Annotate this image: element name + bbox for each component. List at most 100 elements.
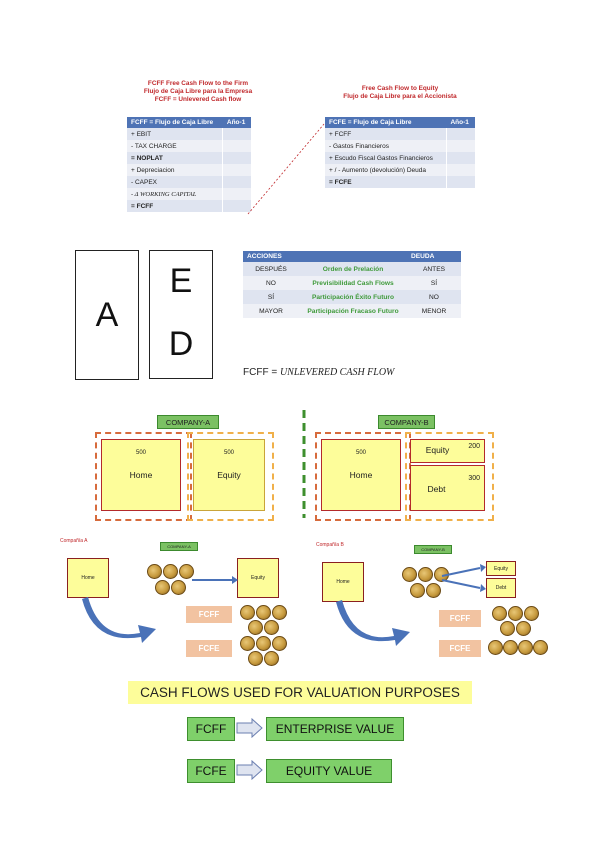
- valuation-fcff-box: FCFF: [187, 717, 235, 741]
- flow-b-fcff-label: FCFF: [449, 614, 471, 623]
- company-a-home-box: 500 Home: [101, 439, 181, 511]
- flow-a-fcfe-box: FCFE: [186, 640, 232, 657]
- flow-b-debt-box: Debt: [486, 578, 516, 598]
- arrow-to-equity-value: [236, 760, 263, 780]
- coin: [516, 621, 531, 636]
- coin: [256, 636, 271, 651]
- enterprise-value-label: ENTERPRISE VALUE: [275, 722, 395, 736]
- coin: [518, 640, 533, 655]
- company-a-liabilities-outline: [187, 432, 274, 521]
- company-a-equity-label: Equity: [217, 470, 241, 480]
- coin: [503, 640, 518, 655]
- connector-line: [247, 123, 325, 215]
- fcfe-table-header-concept: FCFE = Flujo de Caja Libre: [325, 117, 447, 128]
- arrow-to-enterprise-value: [236, 718, 263, 738]
- company-b-equity-box: Equity 200: [410, 439, 485, 463]
- flow-a-caption: Compañía A: [60, 538, 88, 544]
- pref-cell: NO: [407, 290, 461, 304]
- fcff-row-noplat: = NOPLAT: [127, 152, 223, 164]
- flow-b-fcfe-label: FCFE: [449, 644, 471, 653]
- company-b-debt-box: Debt 300: [410, 465, 485, 511]
- valuation-fcff-label: FCFF: [195, 722, 227, 736]
- fcfe-row-tax-shield: + Escudo Fiscal Gastos Financieros: [325, 152, 447, 164]
- company-a-assets-outline: [95, 432, 192, 521]
- fcff-row-capex: - CAPEX: [127, 176, 223, 188]
- valuation-title-text: CASH FLOWS USED FOR VALUATION PURPOSES: [140, 685, 460, 700]
- fcff-row-depreciation: + Depreciacion: [127, 164, 223, 176]
- equity-value-box: EQUITY VALUE: [266, 759, 392, 783]
- company-b-home-box: 500 Home: [321, 439, 401, 511]
- coin: [508, 606, 523, 621]
- flow-b-curved-arrow: [336, 600, 410, 646]
- fcfe-row-fcff: + FCFF: [325, 128, 447, 140]
- pref-cell: SÍ: [243, 290, 299, 304]
- fcfe-title-line1: Free Cash Flow to Equity: [361, 85, 439, 92]
- fcff-row-fcff: = FCFF: [127, 200, 223, 212]
- pref-cell-concept: Previsibilidad Cash Flows: [299, 276, 407, 290]
- pref-header-deuda: DEUDA: [407, 251, 461, 262]
- pref-cell-concept: Participación Éxito Futuro: [299, 290, 407, 304]
- company-b-equity-label: Equity: [425, 445, 450, 455]
- coin: [410, 583, 425, 598]
- flow-a-fcff-label: FCFF: [198, 610, 220, 619]
- pref-cell-concept: Participación Fracaso Futuro: [299, 304, 407, 318]
- flow-b-caption: Compañía B: [316, 542, 344, 548]
- coin: [488, 640, 503, 655]
- company-b-label-text: COMPANY-B: [384, 417, 429, 427]
- flow-a-home-box: Home: [67, 558, 109, 598]
- company-a-equity-box: 500 Equity: [193, 439, 265, 511]
- coin: [248, 620, 263, 635]
- coin: [402, 567, 417, 582]
- coin: [147, 564, 162, 579]
- flow-b-company-text: COMPANY-B: [421, 547, 445, 552]
- coin: [500, 621, 515, 636]
- fcff-title-line1: FCFF Free Cash Flow to the Firm: [147, 80, 249, 87]
- company-a-label-text: COMPANY-A: [165, 417, 211, 427]
- fcff-table-header-year: Año-1: [222, 117, 251, 128]
- coin: [240, 636, 255, 651]
- fcff-row-tax: - TAX CHARGE: [127, 140, 223, 152]
- flow-a-curved-arrow: [82, 597, 156, 643]
- company-b-label: COMPANY-B: [378, 415, 435, 429]
- flow-a-company-label: COMPANY-A: [160, 542, 198, 551]
- company-b-equity-value: 200: [468, 443, 480, 450]
- equity-value-label: EQUITY VALUE: [285, 764, 373, 778]
- fcfe-table-header-year: Año-1: [446, 117, 475, 128]
- coin: [240, 605, 255, 620]
- flow-b-fcff-box: FCFF: [439, 610, 481, 627]
- flow-b-equity-box: Equity: [486, 561, 516, 576]
- flow-b-home-box: Home: [322, 562, 364, 602]
- company-a-home-value: 500: [135, 450, 146, 456]
- debt-letter: D: [168, 324, 194, 363]
- coin: [256, 605, 271, 620]
- flow-a-equity-box: Equity: [237, 558, 279, 598]
- pref-cell: NO: [243, 276, 299, 290]
- company-b-home-label: Home: [349, 470, 373, 480]
- company-a-label: COMPANY-A: [157, 415, 219, 429]
- pref-cell: MENOR: [407, 304, 461, 318]
- coin: [179, 564, 194, 579]
- equity-letter: E: [169, 261, 193, 300]
- flow-b-fcfe-box: FCFE: [439, 640, 481, 657]
- coin: [163, 564, 178, 579]
- section-divider: [302, 410, 306, 518]
- fcff-unlevered-text: UNLEVERED CASH FLOW: [279, 367, 395, 378]
- coin: [418, 567, 433, 582]
- pref-cell: SÍ: [407, 276, 461, 290]
- fcff-row-ebit: + EBIT: [127, 128, 223, 140]
- coin: [264, 651, 279, 666]
- company-a-equity-value: 500: [223, 450, 234, 456]
- fcff-title: FCFF Free Cash Flow to the Firm Flujo de…: [118, 80, 278, 104]
- valuation-fcfe-box: FCFE: [187, 759, 235, 783]
- company-b-liabilities-outline: [405, 432, 494, 521]
- company-b-debt-value: 300: [468, 475, 480, 482]
- flow-b-debt-label: Debt: [495, 585, 507, 591]
- fcff-unlevered-caption: FCFF = UNLEVERED CASH FLOW: [243, 367, 394, 378]
- fcfe-title: Free Cash Flow to Equity Flujo de Caja L…: [330, 85, 470, 101]
- fcff-unlevered-prefix: FCFF =: [243, 367, 280, 378]
- coin: [426, 583, 441, 598]
- enterprise-value-box: ENTERPRISE VALUE: [266, 717, 404, 741]
- fcfe-title-line2: Flujo de Caja Libre para el Accionista: [343, 93, 457, 100]
- flow-a-fcff-box: FCFF: [186, 606, 232, 623]
